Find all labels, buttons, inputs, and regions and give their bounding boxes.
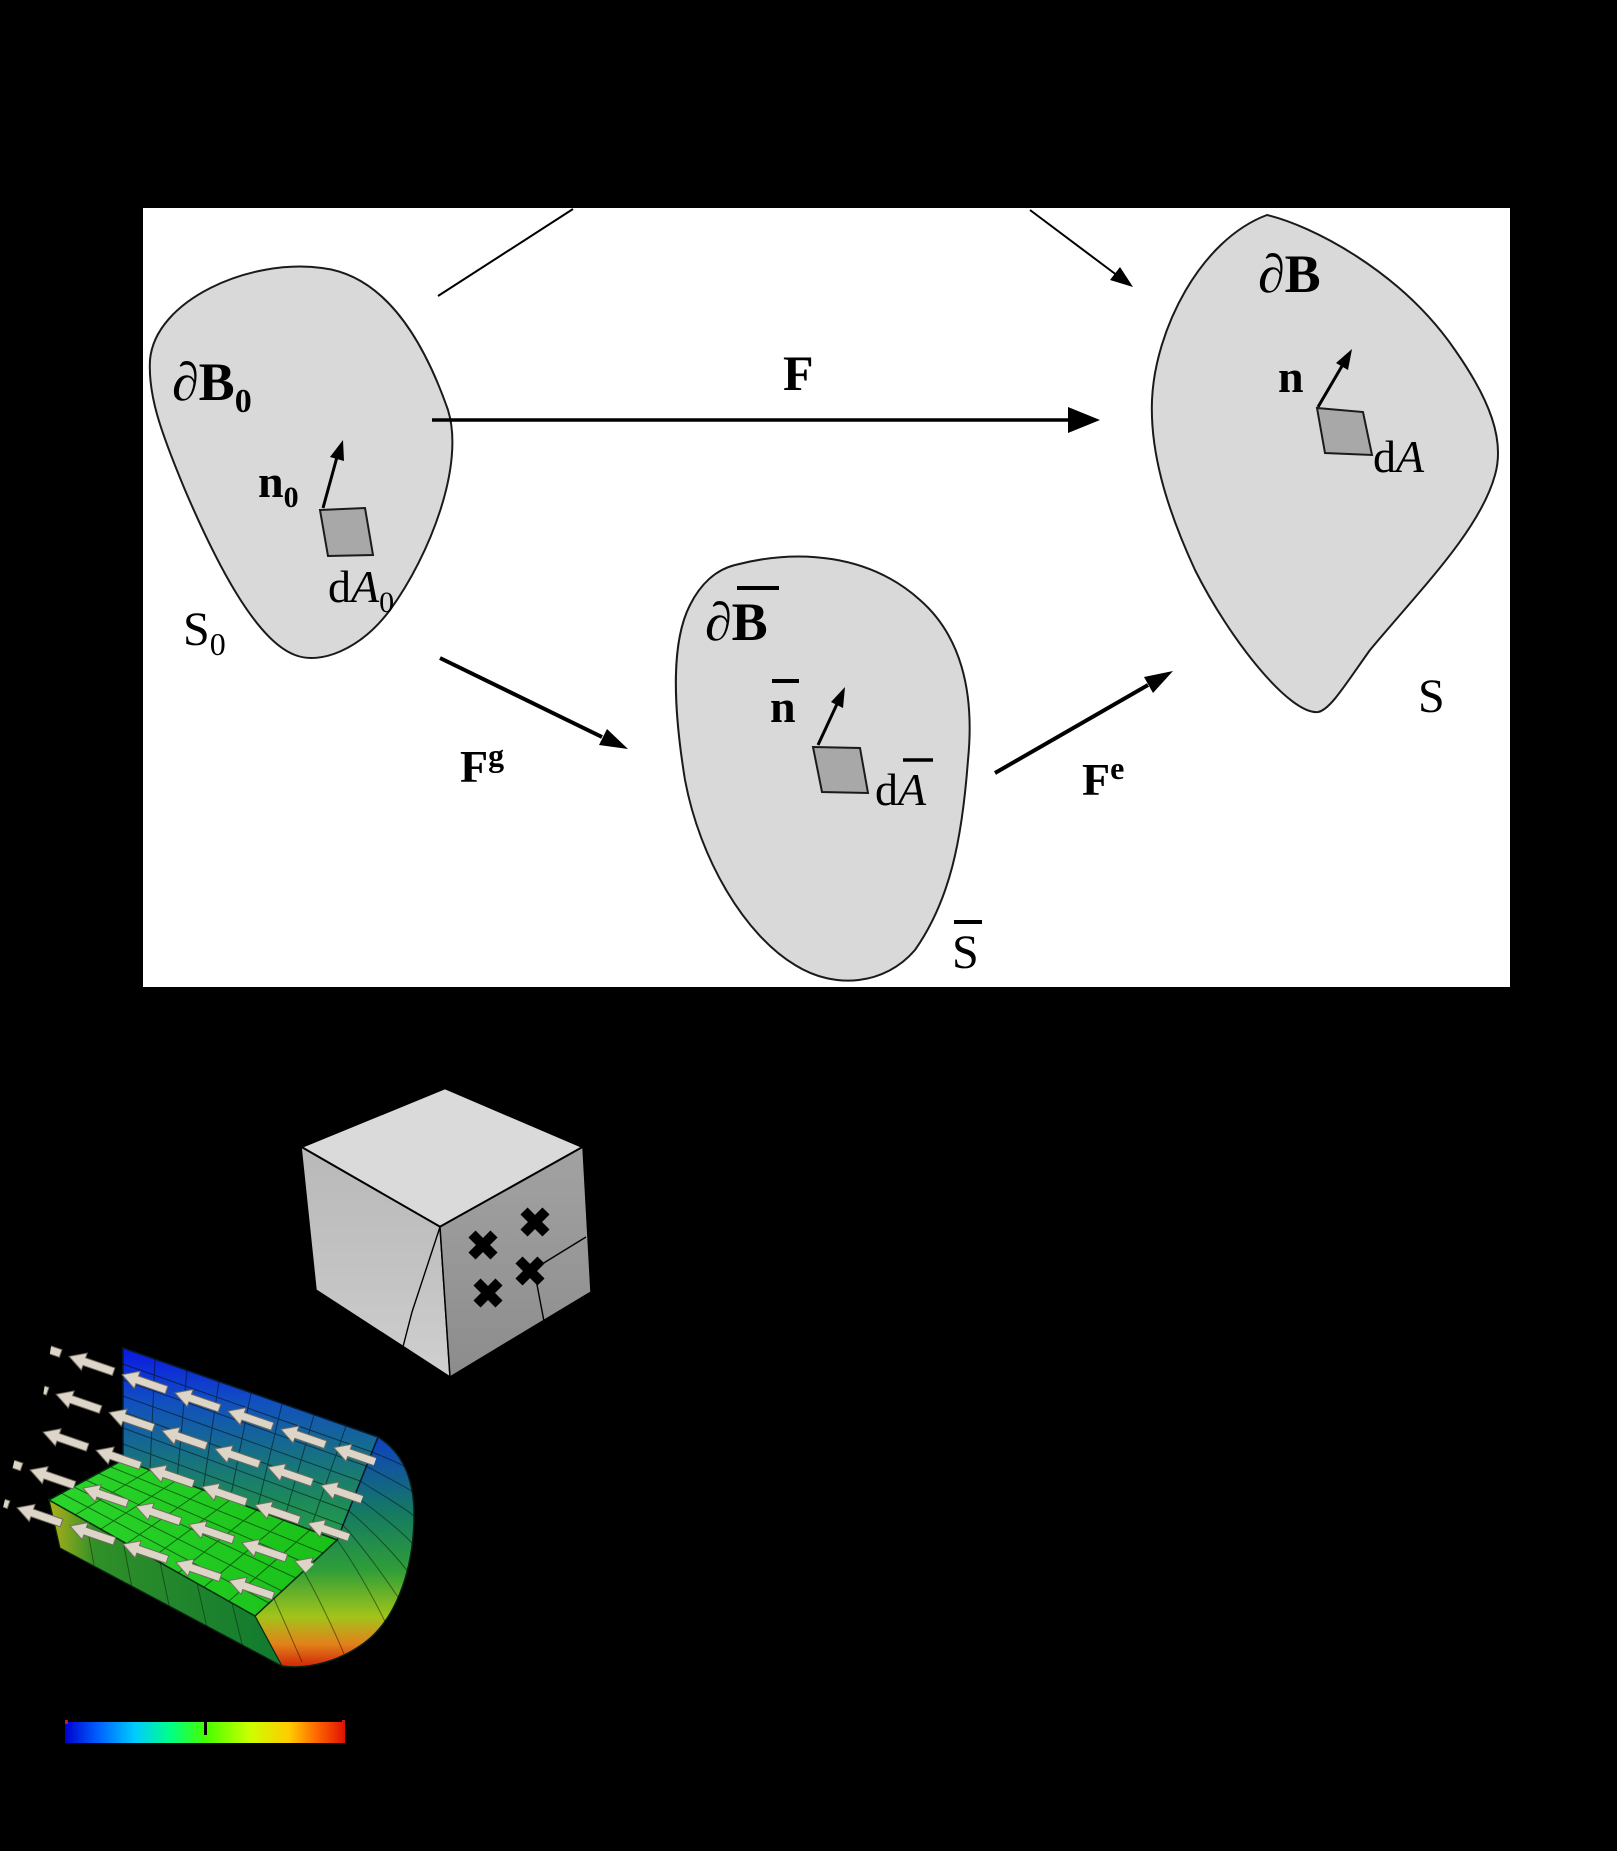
map-arrow-F: F (432, 345, 1100, 433)
colorbar-left-mark (65, 1720, 68, 1724)
area-element-patch-reference (318, 506, 375, 558)
normal-label-reference: n0 (258, 456, 299, 514)
area-element-patch-intermediate (811, 745, 870, 795)
cube-crack-left (396, 1226, 441, 1371)
fem-mesh-figure (0, 1322, 415, 1668)
Fe-arrowhead-icon (1144, 671, 1173, 693)
map-arrow-Fe: Fe (994, 671, 1173, 805)
current-configuration-blob: ∂B n dA S (1150, 213, 1499, 723)
cube-right-face (439, 1145, 592, 1379)
top-curve-arrowhead-icon (1110, 267, 1133, 287)
mesh-curved-gridlines (270, 1451, 415, 1663)
floor-normal-arrows (0, 1458, 340, 1620)
normal-label-current: n (1278, 351, 1304, 402)
normal-arrowhead-reference-icon (330, 440, 344, 461)
boundary-label-current: ∂B (1258, 244, 1321, 304)
intermediate-configuration-blob: ∂B n dA S (674, 555, 982, 982)
reference-configuration-blob: ∂B0 n0 dA0 S0 (148, 265, 454, 662)
area-element-patch-current (1315, 406, 1374, 457)
area-label-intermediate: dA (875, 764, 927, 815)
top-curve-segment-left (437, 208, 574, 297)
map-label-F: F (783, 345, 814, 401)
area-label-current: dA (1373, 431, 1425, 482)
reference-cube-figure (298, 1086, 592, 1379)
colorbar-center-tick (204, 1722, 207, 1735)
map-arrow-Fg: Fg (439, 656, 628, 792)
simulation-panel (0, 1086, 592, 1743)
Fg-arrowhead-icon (599, 729, 628, 749)
normal-vector-current (1316, 365, 1344, 408)
wall-normal-arrows (35, 1322, 385, 1548)
kinematics-diagram-panel: ∂B0 n0 dA0 S0 F Fg Fe ∂B (143, 208, 1510, 987)
normal-arrowhead-intermediate-icon (831, 687, 845, 708)
normal-vector-intermediate (816, 703, 839, 746)
colorbar (65, 1720, 345, 1743)
top-curve-segment-right (1029, 209, 1119, 277)
F-arrowhead-icon (1068, 407, 1100, 433)
surface-label-intermediate: S (952, 926, 979, 979)
cube-cross-marks (468, 1207, 550, 1308)
boundary-label-reference: ∂B0 (172, 352, 252, 420)
normal-arrowhead-current-icon (1336, 349, 1352, 370)
normal-vector-reference (321, 456, 339, 509)
surface-label-current: S (1418, 670, 1445, 723)
area-label-reference: dA0 (328, 561, 394, 619)
map-label-Fg: Fg (460, 737, 504, 792)
surface-label-reference: S0 (183, 603, 226, 662)
normal-label-intermediate: n (770, 681, 796, 732)
boundary-label-intermediate: ∂B (705, 592, 768, 652)
map-label-Fe: Fe (1082, 750, 1124, 805)
colorbar-right-mark (342, 1720, 345, 1724)
